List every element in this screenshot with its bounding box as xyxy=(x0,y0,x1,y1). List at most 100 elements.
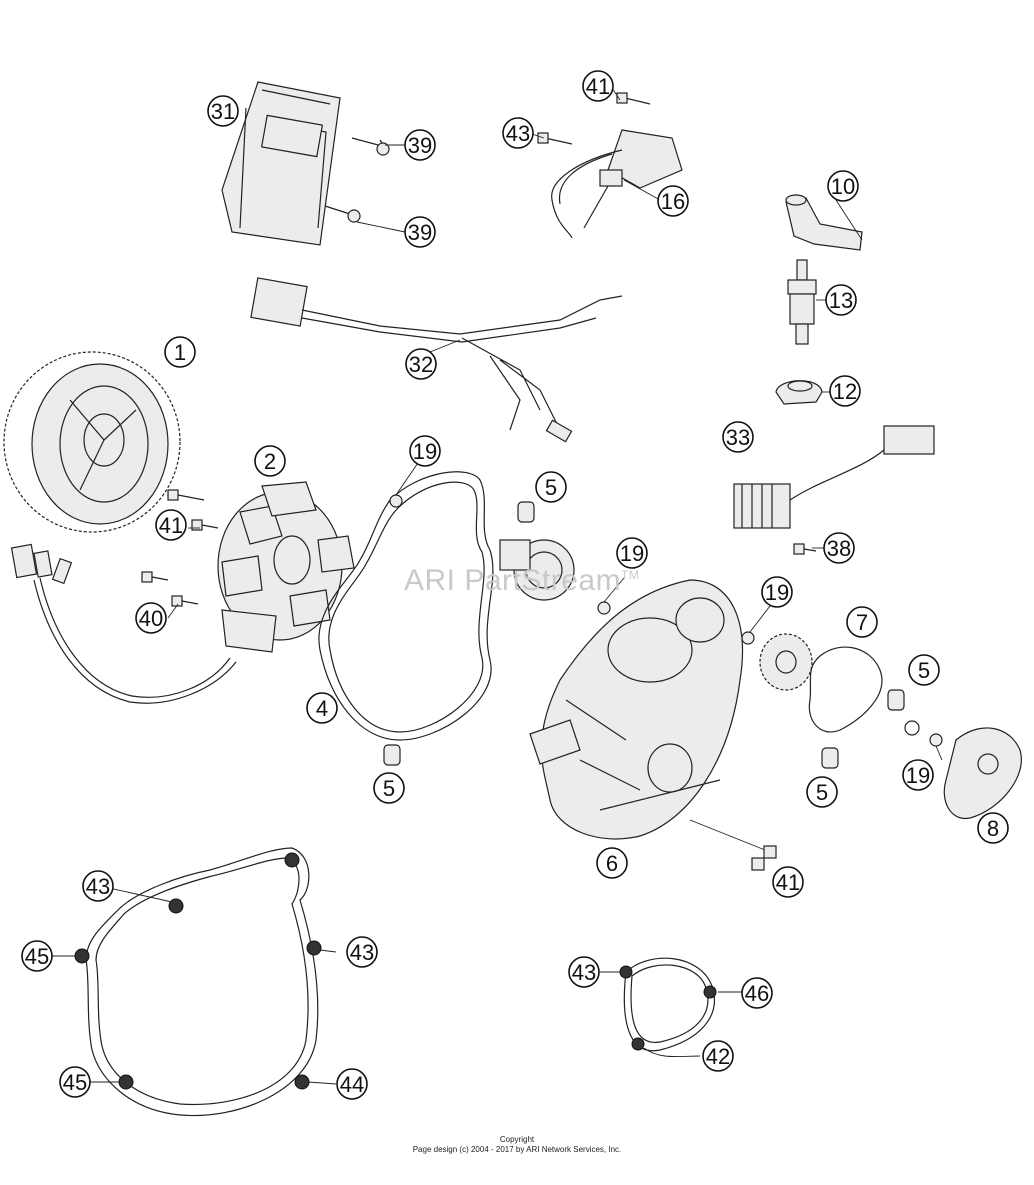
copyright-footer: Copyright Page design (c) 2004 - 2017 by… xyxy=(0,1135,1034,1155)
callout-label: 4 xyxy=(316,696,328,721)
callout-33: 33 xyxy=(722,421,754,453)
callout-label: 42 xyxy=(706,1044,730,1069)
callout-46: 46 xyxy=(741,977,773,1009)
callout-8: 8 xyxy=(977,812,1009,844)
callout-7: 7 xyxy=(846,606,878,638)
part-gasket-detail-small xyxy=(619,957,717,1052)
callout-label: 33 xyxy=(726,425,750,450)
part-nut-19-far xyxy=(929,733,943,747)
trademark-mark: TM xyxy=(621,568,640,582)
callout-label: 39 xyxy=(408,133,432,158)
watermark: ARI PartStreamTM xyxy=(404,564,639,598)
part-ecu-box xyxy=(221,81,341,246)
part-cover-gasket xyxy=(318,471,494,741)
callout-label: 6 xyxy=(606,851,618,876)
callout-label: 19 xyxy=(413,439,437,464)
callout-41-lower: 41 xyxy=(772,866,804,898)
callout-39-upper: 39 xyxy=(404,129,436,161)
callout-19-mid: 19 xyxy=(616,537,648,569)
callout-40: 40 xyxy=(135,602,167,634)
callout-5-right: 5 xyxy=(908,654,940,686)
callout-label: 5 xyxy=(383,776,395,801)
callout-label: 46 xyxy=(745,981,769,1006)
callout-label: 5 xyxy=(918,658,930,683)
callout-38: 38 xyxy=(823,532,855,564)
callout-2: 2 xyxy=(254,445,286,477)
callout-4: 4 xyxy=(306,692,338,724)
callout-label: 7 xyxy=(856,610,868,635)
callout-41-coil: 41 xyxy=(582,70,614,102)
callout-label: 8 xyxy=(987,816,999,841)
callout-label: 41 xyxy=(586,74,610,99)
callout-39-lower: 39 xyxy=(404,216,436,248)
page-design-notice: Page design (c) 2004 - 2017 by ARI Netwo… xyxy=(412,1145,622,1154)
part-bolt-38 xyxy=(793,543,817,555)
part-bearing-cover xyxy=(943,727,1022,820)
callout-5-bottom: 5 xyxy=(806,776,838,808)
part-grommet xyxy=(775,380,823,405)
callout-label: 39 xyxy=(408,220,432,245)
part-washer-19 xyxy=(904,720,920,736)
callout-label: 19 xyxy=(765,580,789,605)
callout-13: 13 xyxy=(825,284,857,316)
callout-5-left: 5 xyxy=(373,772,405,804)
callout-label: 32 xyxy=(409,352,433,377)
callout-label: 19 xyxy=(906,763,930,788)
callout-10: 10 xyxy=(827,170,859,202)
callout-43-small-gasket: 43 xyxy=(568,956,600,988)
callout-label: 44 xyxy=(340,1072,364,1097)
callout-31: 31 xyxy=(207,95,239,127)
callout-label: 41 xyxy=(776,870,800,895)
callout-41-stator: 41 xyxy=(155,509,187,541)
callout-label: 5 xyxy=(816,780,828,805)
callout-label: 12 xyxy=(833,379,857,404)
part-bolts-39 xyxy=(324,137,390,223)
callout-label: 45 xyxy=(25,944,49,969)
callout-6: 6 xyxy=(596,847,628,879)
callout-label: 16 xyxy=(661,189,685,214)
callout-5-top: 5 xyxy=(535,471,567,503)
callout-label: 43 xyxy=(350,940,374,965)
callout-19-right: 19 xyxy=(761,576,793,608)
part-small-gasket xyxy=(808,646,883,733)
callout-label: 5 xyxy=(545,475,557,500)
callout-45-gasket-left: 45 xyxy=(21,940,53,972)
callout-16: 16 xyxy=(657,185,689,217)
part-stator-wire xyxy=(10,543,237,704)
part-bolts-stator xyxy=(141,489,219,607)
callout-label: 10 xyxy=(831,174,855,199)
part-nut-19-right xyxy=(741,631,755,645)
callout-label: 19 xyxy=(620,541,644,566)
callout-label: 43 xyxy=(572,960,596,985)
callout-45-gasket-bottom: 45 xyxy=(59,1066,91,1098)
part-stator xyxy=(217,481,355,653)
callout-label: 40 xyxy=(139,606,163,631)
copyright-label: Copyright xyxy=(499,1135,535,1144)
callout-label: 38 xyxy=(827,536,851,561)
callout-32: 32 xyxy=(405,348,437,380)
callout-label: 31 xyxy=(211,99,235,124)
callout-43-gasket-right: 43 xyxy=(346,936,378,968)
callout-44: 44 xyxy=(336,1068,368,1100)
part-ignition-coil xyxy=(551,129,683,239)
part-voltage-regulator xyxy=(733,425,935,529)
leader-lines xyxy=(52,87,943,1085)
part-nut-19-mid xyxy=(597,601,611,615)
callout-label: 45 xyxy=(63,1070,87,1095)
watermark-text: ARI PartStream xyxy=(404,564,622,597)
callout-label: 13 xyxy=(829,288,853,313)
callout-label: 1 xyxy=(174,340,186,365)
part-spark-plug-cap xyxy=(785,194,863,251)
callout-1: 1 xyxy=(164,336,196,368)
callout-43-coil: 43 xyxy=(502,117,534,149)
part-gasket-detail-large xyxy=(74,847,322,1117)
part-nut-19-top xyxy=(389,494,403,508)
part-idler-gear xyxy=(759,633,813,691)
callout-label: 43 xyxy=(86,874,110,899)
callout-19-top: 19 xyxy=(409,435,441,467)
callout-label: 43 xyxy=(506,121,530,146)
part-dowels xyxy=(383,501,905,769)
part-ignition-cover xyxy=(529,579,744,840)
callout-42: 42 xyxy=(702,1040,734,1072)
